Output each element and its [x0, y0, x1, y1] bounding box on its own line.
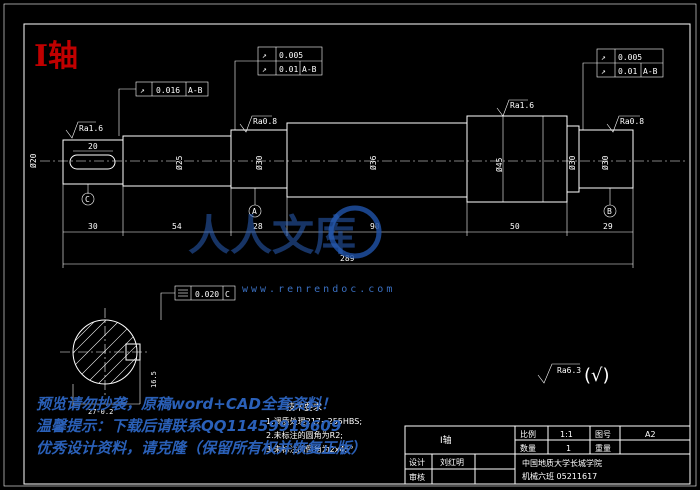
tol-runout-value: 0.016 — [156, 86, 180, 95]
tol-left-row1: 0.005 — [279, 51, 303, 60]
datum-markers — [81, 183, 617, 218]
title-block-drawing-no-label: 图号 — [595, 430, 611, 439]
dim-diameter-1: Ø20 — [28, 153, 38, 168]
tol-right-row2: 0.01 — [618, 67, 637, 76]
title-block-quantity-value: 1 — [566, 444, 571, 453]
watermark-line-2: 温馨提示：下载后请联系QQ11459919609 — [36, 417, 341, 435]
roughness-label-4: Ra0.8 — [620, 117, 644, 126]
watermark-line-3: 优秀设计资料，请克隆（保留所有权并恢复正版） — [36, 439, 366, 457]
dimension-lines — [62, 150, 634, 268]
dim-length-2: 54 — [172, 222, 182, 231]
tech-req-heading: 技术要求 — [286, 401, 322, 413]
title-block — [404, 425, 691, 485]
tol-right-symbol-1: ↗ — [601, 53, 606, 62]
dim-diameter-7: Ø30 — [600, 155, 610, 170]
tech-req-line2: 2.未标注的圆角为R2; — [266, 430, 343, 440]
tol-symmetry-ref: C — [225, 290, 230, 299]
title-block-designer: 刘红明 — [440, 457, 464, 467]
dim-length-1: 30 — [88, 222, 98, 231]
title-block-design-label: 设计 — [409, 457, 425, 467]
title-block-drawing-no-value: A2 — [645, 430, 656, 439]
shaft-outline — [62, 115, 634, 203]
tol-left-row2: 0.01 — [279, 65, 298, 74]
watermark-logo: 人人文库 — [188, 205, 382, 260]
tech-req-line3: 3.未标注的倒角为2x45° — [266, 444, 354, 454]
dim-length-5: 50 — [510, 222, 520, 231]
tol-right-symbol-2: ↗ — [601, 67, 606, 76]
title-block-part-name: I轴 — [440, 434, 452, 446]
tol-right-row2-ref: A-B — [643, 67, 658, 76]
tol-left-symbol-1: ↗ — [262, 51, 267, 60]
tol-runout-ref: A-B — [188, 86, 203, 95]
watermark-logo-text: 人人文库 — [188, 211, 356, 260]
tol-right-row1: 0.005 — [618, 53, 642, 62]
cross-section-view — [60, 308, 150, 408]
general-roughness-suffix: (√) — [584, 365, 610, 386]
roughness-symbols — [65, 99, 640, 384]
tol-left-row2-ref: A-B — [302, 65, 317, 74]
dim-length-6: 29 — [603, 222, 613, 231]
dim-diameter-3: Ø30 — [254, 155, 264, 170]
tolerance-frame-left-top — [234, 46, 323, 130]
dim-diameter-6: Ø30 — [567, 155, 577, 170]
roughness-label-2: Ra0.8 — [253, 117, 277, 126]
dim-diameter-5: Ø45 — [494, 157, 504, 172]
dim-diameter-4: Ø36 — [368, 155, 378, 170]
title-block-scale-label: 比例 — [520, 429, 536, 439]
roughness-label-3: Ra1.6 — [510, 101, 534, 110]
dim-length-3: 28 — [253, 222, 263, 231]
watermark-line-1: 预览请勿抄袭，原稿word+CAD全套资料！ — [36, 395, 336, 413]
tol-symmetry-value: 0.020 — [195, 290, 219, 299]
section-marks — [502, 116, 544, 202]
watermark-url: www.renrendoc.com — [242, 284, 395, 295]
dim-keyway-length: 20 — [88, 142, 98, 151]
title-block-class-info: 机械六班 05211617 — [522, 471, 597, 481]
keyway-slot — [69, 154, 116, 170]
dim-section-width: 27-0.2 — [88, 408, 113, 416]
title-block-quantity-label: 数量 — [520, 443, 536, 453]
datum-label-b: B — [607, 207, 612, 216]
dim-total-length: 289 — [340, 254, 355, 263]
title-block-school: 中国地质大学长城学院 — [522, 458, 602, 468]
tech-req-line1: 1.调质处理217~255HBS; — [266, 416, 362, 426]
tolerance-frame-right-top — [582, 48, 664, 130]
datum-label-c: C — [85, 195, 90, 204]
sheet-outer-border — [3, 3, 697, 487]
datum-label-a: A — [252, 207, 257, 216]
sheet-inner-border — [23, 23, 691, 485]
tol-runout-symbol: ↗ — [140, 86, 145, 95]
title-block-weight-label: 重量 — [595, 443, 611, 453]
title-block-scale-value: 1:1 — [560, 430, 573, 439]
tolerance-frame-runout — [118, 81, 209, 136]
dim-diameter-2: Ø25 — [174, 155, 184, 170]
title-block-check-label: 审核 — [409, 472, 425, 482]
drawing-title: I轴 — [34, 39, 78, 74]
dim-keyway-depth: 16.5 — [150, 371, 158, 388]
tolerance-frame-symmetry — [160, 285, 236, 320]
roughness-label-1: Ra1.6 — [79, 124, 103, 133]
roughness-label-general: Ra6.3 — [557, 366, 581, 375]
dim-length-4: 90 — [370, 222, 380, 231]
tol-left-symbol-2: ↗ — [262, 65, 267, 74]
